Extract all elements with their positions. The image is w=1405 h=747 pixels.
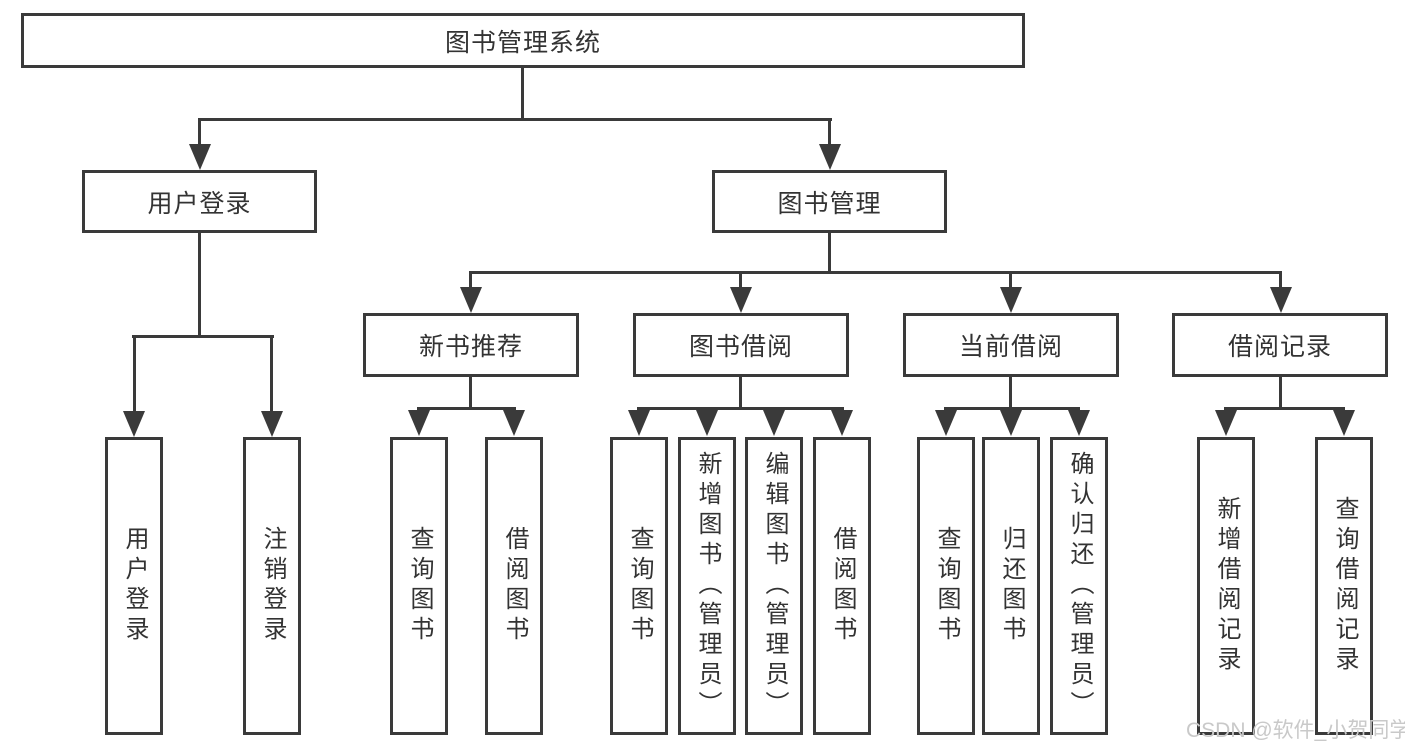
connector-arrowhead bbox=[696, 410, 718, 436]
leaf-add-books-admin: 新增图书（管理员） bbox=[678, 437, 736, 735]
connector-user-login-down bbox=[198, 233, 201, 337]
leaf-query-borrow-record: 查询借阅记录 bbox=[1315, 437, 1373, 735]
leaf-query-books-current-label: 查询图书 bbox=[933, 526, 960, 646]
connector-stem-level3 bbox=[739, 271, 742, 292]
node-root: 图书管理系统 bbox=[21, 13, 1025, 68]
connector-arrowhead bbox=[1000, 410, 1022, 436]
leaf-user-login-label: 用户登录 bbox=[121, 526, 148, 646]
connector-book-borrow-down bbox=[739, 377, 742, 409]
connector-stem-user-login bbox=[198, 118, 201, 150]
leaf-edit-books-admin-label: 编辑图书（管理员） bbox=[761, 451, 788, 721]
connector-arrowhead bbox=[730, 287, 752, 313]
connector-stem-level3 bbox=[1009, 271, 1012, 292]
connector-arrowhead bbox=[1270, 287, 1292, 313]
leaf-borrow-books-label: 借阅图书 bbox=[829, 526, 856, 646]
connector-arrowhead bbox=[408, 410, 430, 436]
connector-user-login-split bbox=[132, 335, 274, 338]
node-borrow-records-label: 借阅记录 bbox=[1227, 333, 1332, 361]
node-book-borrow: 图书借阅 bbox=[633, 313, 849, 377]
connector-new-books-split bbox=[417, 407, 516, 410]
leaf-borrow-books-recommend: 借阅图书 bbox=[485, 437, 543, 735]
connector-arrowhead bbox=[460, 287, 482, 313]
node-root-label: 图书管理系统 bbox=[444, 28, 601, 57]
connector-arrowhead bbox=[628, 410, 650, 436]
connector-arrowhead bbox=[1215, 410, 1237, 436]
connector-root-stem bbox=[521, 68, 524, 120]
connector-arrowhead bbox=[819, 144, 841, 170]
connector-arrowhead bbox=[831, 410, 853, 436]
leaf-return-books: 归还图书 bbox=[982, 437, 1040, 735]
leaf-confirm-return-admin-label: 确认归还（管理员） bbox=[1066, 451, 1093, 721]
node-borrow-records: 借阅记录 bbox=[1172, 313, 1388, 377]
connector-stem-book-management bbox=[828, 118, 831, 150]
connector-current-borrow-down bbox=[1009, 377, 1012, 409]
connector-book-management-down bbox=[828, 233, 831, 273]
node-current-borrow-label: 当前借阅 bbox=[958, 333, 1063, 361]
connector-arrowhead bbox=[763, 410, 785, 436]
leaf-logout: 注销登录 bbox=[243, 437, 301, 735]
connector-level2-split bbox=[198, 118, 832, 121]
leaf-query-books-borrow: 查询图书 bbox=[610, 437, 668, 735]
leaf-add-books-admin-label: 新增图书（管理员） bbox=[694, 451, 721, 721]
watermark: CSDN @软件_小贺同学 bbox=[1186, 719, 1405, 742]
connector-arrowhead bbox=[1333, 410, 1355, 436]
connector-arrowhead bbox=[1000, 287, 1022, 313]
connector-borrow-records-down bbox=[1279, 377, 1282, 409]
leaf-confirm-return-admin: 确认归还（管理员） bbox=[1050, 437, 1108, 735]
leaf-return-books-label: 归还图书 bbox=[998, 526, 1025, 646]
connector-arrowhead bbox=[261, 411, 283, 437]
connector-current-borrow-split bbox=[944, 407, 1080, 410]
node-book-management-label: 图书管理 bbox=[777, 189, 882, 218]
node-book-management: 图书管理 bbox=[712, 170, 947, 233]
leaf-query-borrow-record-label: 查询借阅记录 bbox=[1331, 496, 1358, 676]
leaf-add-borrow-record-label: 新增借阅记录 bbox=[1213, 496, 1240, 676]
connector-arrowhead bbox=[935, 410, 957, 436]
leaf-query-books-recommend-label: 查询图书 bbox=[406, 526, 433, 646]
leaf-query-books-borrow-label: 查询图书 bbox=[626, 526, 653, 646]
leaf-query-books-recommend: 查询图书 bbox=[390, 437, 448, 735]
connector-arrowhead bbox=[1068, 410, 1090, 436]
node-current-borrow: 当前借阅 bbox=[903, 313, 1119, 377]
connector-book-borrow-split bbox=[637, 407, 844, 410]
node-user-login: 用户登录 bbox=[82, 170, 317, 233]
leaf-borrow-books: 借阅图书 bbox=[813, 437, 871, 735]
leaf-logout-label: 注销登录 bbox=[259, 526, 286, 646]
leaf-borrow-books-recommend-label: 借阅图书 bbox=[501, 526, 528, 646]
connector-arrowhead bbox=[123, 411, 145, 437]
connector-arrowhead bbox=[189, 144, 211, 170]
leaf-add-borrow-record: 新增借阅记录 bbox=[1197, 437, 1255, 735]
node-new-book-recommend: 新书推荐 bbox=[363, 313, 579, 377]
leaf-edit-books-admin: 编辑图书（管理员） bbox=[745, 437, 803, 735]
node-new-book-recommend-label: 新书推荐 bbox=[418, 333, 523, 361]
connector-borrow-records-split bbox=[1224, 407, 1345, 410]
connector-stem-level3 bbox=[469, 271, 472, 292]
leaf-query-books-current: 查询图书 bbox=[917, 437, 975, 735]
connector-stem-leaf bbox=[270, 335, 273, 413]
connector-new-books-down bbox=[469, 377, 472, 409]
connector-stem-level3 bbox=[1279, 271, 1282, 292]
connector-stem-leaf bbox=[133, 335, 136, 413]
node-user-login-label: 用户登录 bbox=[147, 189, 252, 218]
leaf-user-login: 用户登录 bbox=[105, 437, 163, 735]
connector-level3-split bbox=[469, 271, 1282, 274]
connector-arrowhead bbox=[503, 410, 525, 436]
node-book-borrow-label: 图书借阅 bbox=[688, 333, 793, 361]
